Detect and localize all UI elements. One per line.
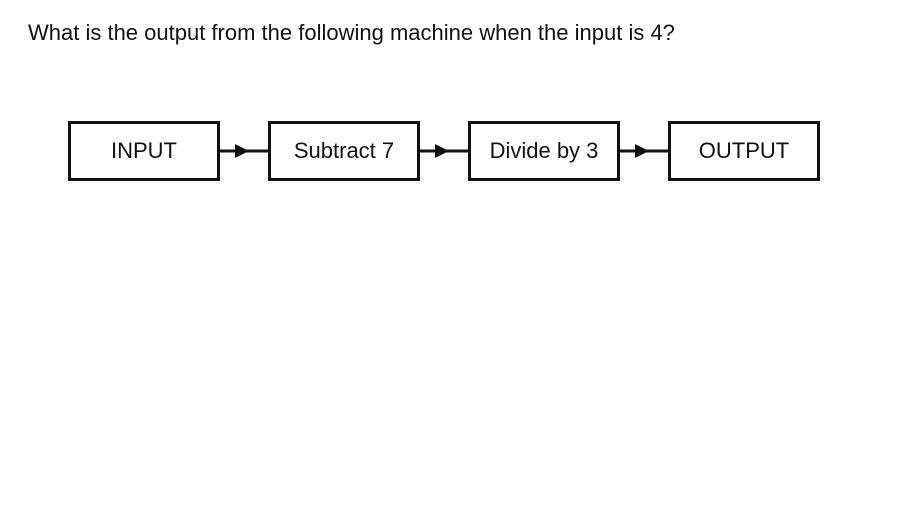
machine-box-subtract-7-label: Subtract 7 (293, 138, 395, 163)
machine-box-output-label: OUTPUT (698, 138, 790, 163)
question-text: What is the output from the following ma… (28, 20, 675, 45)
machine-box-divide-by-3: Divide by 3 (468, 121, 620, 181)
machine-box-divide-by-3-label: Divide by 3 (489, 138, 599, 163)
machine-box-subtract-7: Subtract 7 (268, 121, 420, 181)
arrow-right-icon (619, 138, 669, 164)
arrow-right-icon (419, 138, 469, 164)
arrow-right-icon (219, 138, 269, 164)
machine-box-input: INPUT (68, 121, 220, 181)
machine-box-input-label: INPUT (111, 138, 177, 163)
machine-box-output: OUTPUT (668, 121, 820, 181)
